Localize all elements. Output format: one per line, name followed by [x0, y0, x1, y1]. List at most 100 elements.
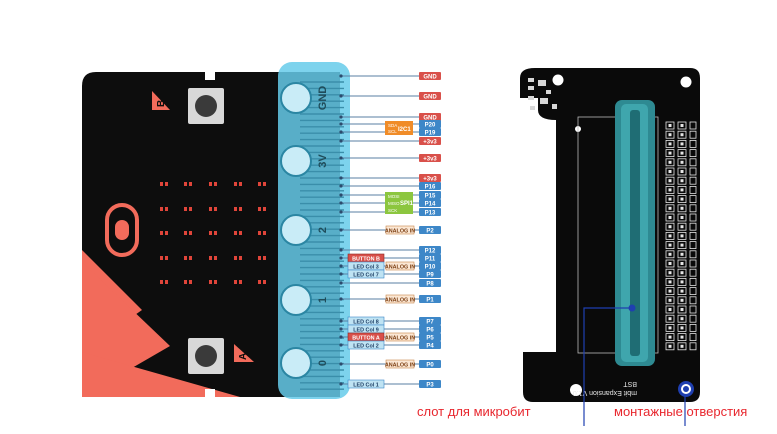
pin-tag-label: GND: [423, 116, 437, 122]
function-tag-label: LED Col 3: [353, 264, 378, 270]
spi-sck: SCK: [388, 208, 397, 213]
header-pin: [677, 296, 687, 305]
expansion-pcb: [520, 68, 700, 402]
pin-dot: [339, 281, 343, 285]
function-tag-label: ANALOG IN: [385, 264, 415, 270]
pin-tag-label: P13: [425, 211, 436, 217]
pin-dot: [339, 362, 343, 366]
led: [258, 182, 266, 186]
header-pin: [677, 185, 687, 194]
pin-tag-label: P0: [426, 363, 434, 369]
header-pin-core: [668, 243, 672, 247]
function-tag-led_col_2: LED Col 2: [347, 340, 385, 349]
pin-dot: [339, 176, 343, 180]
header-pin: [665, 342, 675, 351]
button-a: [188, 338, 224, 374]
mount-hole-top: [552, 74, 564, 86]
header-pin: [677, 213, 687, 222]
function-tag-label: ANALOG IN: [385, 362, 415, 368]
pin-tag-label: P4: [426, 344, 434, 350]
pin-tag-label: P7: [426, 320, 434, 326]
led: [258, 256, 266, 260]
pin-tag-label: P19: [425, 131, 436, 137]
header-pin: [689, 185, 697, 194]
edge-pad: GND: [280, 82, 329, 114]
header-pin-core: [668, 216, 672, 219]
pin-tag-plus3v3: +3v3: [419, 154, 441, 163]
header-pin-core: [680, 133, 684, 137]
pin-dot: [339, 201, 343, 205]
header-pin: [689, 213, 697, 222]
pin-dot: [339, 94, 343, 98]
header-pin-core: [680, 216, 684, 219]
header-pin: [677, 259, 687, 268]
header-pin: [689, 268, 697, 277]
edge-pad-label: 1: [317, 297, 329, 303]
edge-pad-label: GND: [317, 86, 329, 111]
pin-tag-p4: P4: [419, 341, 441, 350]
header-pin: [689, 222, 697, 231]
header-pin-core: [668, 151, 672, 155]
led: [258, 280, 266, 284]
header-pin-core: [680, 335, 684, 339]
microbit-board: B A: [82, 72, 340, 397]
header-pin: [677, 323, 687, 332]
led: [184, 182, 192, 186]
pin-tag-label: +3v3: [423, 157, 437, 163]
header-pin: [665, 296, 675, 305]
pin-dot: [339, 210, 343, 214]
pin-tag-p5: P5: [419, 333, 441, 342]
pin-tag-label: P3: [426, 383, 434, 389]
edge-pad: 3V: [280, 145, 329, 177]
microbit-logo-outer: [105, 203, 139, 257]
pin-tag-p13: P13: [419, 208, 441, 217]
pin-tag-p3: P3: [419, 380, 441, 389]
header-pin-core: [680, 197, 684, 201]
header-pin: [677, 139, 687, 148]
led: [234, 231, 242, 235]
pin-dot: [339, 327, 343, 331]
pin-tag-p9: P9: [419, 270, 441, 279]
function-tag-label: LED Col 1: [353, 382, 378, 388]
header-pin: [665, 231, 675, 240]
header-pin: [677, 195, 687, 204]
header-pin-core: [680, 234, 684, 238]
header-pin: [665, 323, 675, 332]
header-pin: [677, 277, 687, 286]
silkscreen-bst: BST: [623, 380, 637, 387]
led: [160, 207, 168, 211]
pin-tag-p10: P10: [419, 262, 441, 271]
pin-tag-p7: P7: [419, 317, 441, 326]
function-tag-label: BUTTON B: [352, 256, 380, 262]
header-pin-core: [668, 271, 672, 275]
header-pins: [665, 121, 697, 351]
silkscreen-version: mbit Expansion V1.0: [573, 389, 637, 396]
pin-tag-gnd: GND: [419, 92, 441, 101]
pin-tag-gnd: GND: [419, 113, 441, 122]
function-tag-analog_in: ANALOG IN: [385, 294, 415, 303]
header-pin: [665, 139, 675, 148]
function-tag-label: LED Col 8: [353, 319, 378, 325]
header-pin: [665, 250, 675, 259]
spi-mosi: MOSI: [388, 194, 400, 199]
header-pin: [665, 222, 675, 231]
microbit-logo-inner: [115, 220, 129, 240]
pin-tag-label: P15: [425, 194, 436, 200]
header-pin: [689, 158, 697, 167]
header-pin-core: [668, 225, 672, 229]
edge-pad: 0: [280, 347, 329, 379]
header-pin-core: [680, 160, 684, 164]
header-pin: [689, 259, 697, 268]
led: [234, 182, 242, 186]
mount-hole-top-right: [680, 76, 692, 88]
coral-accent-corner: [82, 352, 240, 397]
i2c-label: I2C1: [398, 127, 411, 133]
header-pin-core: [668, 308, 672, 311]
board-silkscreen: mbit Expansion V1.0 BST: [573, 380, 637, 396]
pin-dot: [339, 264, 343, 268]
header-pin: [665, 277, 675, 286]
pin-tag-p15: P15: [419, 191, 441, 200]
header-pin-core: [680, 188, 684, 192]
header-pin-core: [668, 344, 672, 348]
header-pin: [689, 241, 697, 250]
